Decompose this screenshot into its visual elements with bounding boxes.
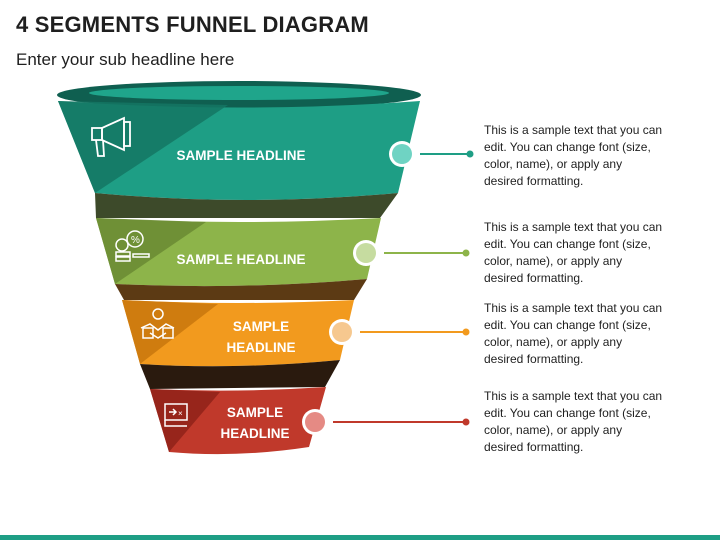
coins-percent-icon: %	[115, 230, 150, 262]
funnel-rim	[57, 81, 421, 109]
segment-2-description: This is a sample text that you can edit.…	[484, 220, 663, 285]
funnel-segment-1: SAMPLE HEADLINE	[58, 101, 474, 200]
funnel-segment-3: SAMPLE HEADLINE	[122, 300, 470, 367]
svg-text:%: %	[131, 235, 140, 246]
segment-4-description: This is a sample text that you can edit.…	[484, 389, 663, 454]
handshake-icon	[140, 308, 175, 339]
megaphone-icon	[91, 116, 131, 157]
svg-text:×: ×	[178, 409, 183, 418]
segment-1-description: This is a sample text that you can edit.…	[484, 123, 663, 188]
segment-4-headline-line-1: SAMPLE	[227, 405, 283, 420]
segment-2-headline: SAMPLE HEADLINE	[176, 252, 305, 267]
ticket-icon: ×	[164, 403, 188, 427]
segment-3-headline-line-1: SAMPLE	[233, 319, 289, 334]
segment-3-description: This is a sample text that you can edit.…	[484, 301, 663, 366]
segment-3-headline-line-2: HEADLINE	[226, 340, 295, 355]
funnel-segment-2: % SAMPLE HEADLINE	[96, 218, 470, 287]
page-title: 4 SEGMENTS FUNNEL DIAGRAM	[16, 12, 369, 37]
segment-1-headline: SAMPLE HEADLINE	[176, 148, 305, 163]
page-subtitle: Enter your sub headline here	[16, 50, 235, 69]
funnel-segment-4: × SAMPLE HEADLINE	[150, 387, 470, 455]
segment-4-headline-line-2: HEADLINE	[220, 426, 289, 441]
bottom-accent-bar	[0, 535, 720, 540]
